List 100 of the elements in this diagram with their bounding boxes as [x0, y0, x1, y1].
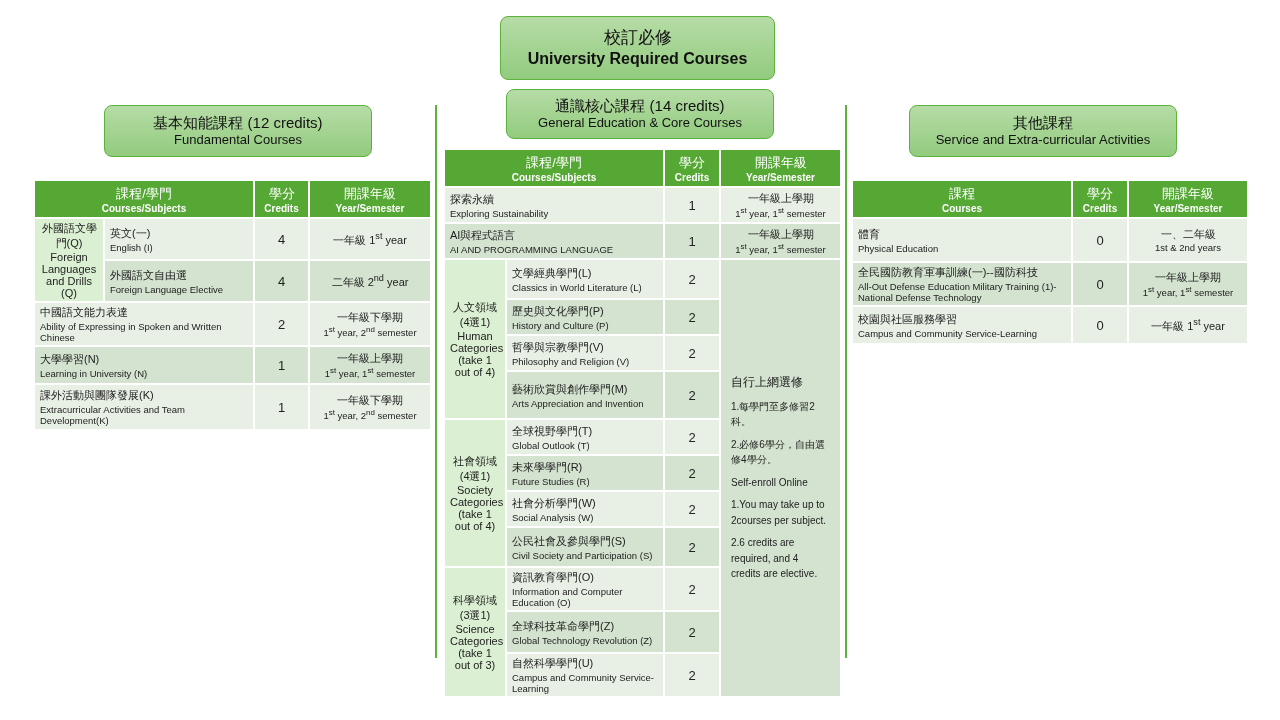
- credit-value: 0: [1095, 276, 1105, 292]
- note-text: 1.You may take up to 2courses per subject.: [731, 498, 828, 528]
- credit-value: 2: [687, 345, 697, 361]
- course-name: All-Out Defense Education Military Training (1)-National Defense Technology: [858, 281, 1058, 303]
- note-text: Self-enroll Online: [731, 475, 809, 490]
- semester-text: 一年級上學期: [746, 226, 815, 242]
- credit-value: 2: [687, 667, 697, 683]
- course-name: 外國語文自由選: [110, 267, 188, 283]
- semester-text: 1st & 2nd years: [1154, 242, 1222, 253]
- course-name: Information and Computer Education (O): [512, 586, 624, 608]
- semester-text: 一、二年級: [1159, 227, 1217, 242]
- semester-text: 一年級下學期: [336, 309, 404, 325]
- course-name: Social Analysis (W): [512, 511, 595, 523]
- column-header: 課程/學門: [525, 153, 583, 172]
- semester-text: 一年級上學期: [746, 190, 815, 206]
- course-name: Ability of Expressing in Spoken and Written Chinese: [40, 321, 223, 343]
- course-name: AI與程式語言: [450, 227, 517, 243]
- course-name: 哲學與宗教學門(V): [512, 339, 605, 355]
- course-name: 課外活動與團隊發展(K): [40, 388, 155, 403]
- semester-text: 一年級 1$^{st}$ year: [1150, 316, 1226, 334]
- course-name: History and Culture (P): [512, 319, 610, 331]
- title-box: [500, 16, 775, 80]
- column-header: Credits: [673, 171, 711, 183]
- column-header: 開課年級: [1161, 184, 1215, 203]
- credit-value: 2: [687, 581, 697, 597]
- course-name: Civil Society and Participation (S): [512, 549, 654, 561]
- column-header: Year/Semester: [334, 202, 406, 214]
- credit-value: 0: [1095, 232, 1105, 248]
- column-header: 課程: [948, 184, 976, 203]
- credit-value: 1: [276, 357, 287, 373]
- course-name: Physical Education: [858, 242, 940, 254]
- note-text: 自行上網選修: [731, 375, 804, 391]
- course-name: 歷史與文化學門(P): [512, 303, 605, 319]
- course-name: Philosophy and Religion (V): [512, 355, 631, 367]
- credit-value: 4: [276, 273, 287, 289]
- course-name: 全民國防教育軍事訓練(一)--國防科技: [858, 265, 1039, 280]
- course-name: Exploring Sustainability: [450, 207, 550, 219]
- course-name: AI AND PROGRAMMING LANGUAGE: [450, 243, 615, 255]
- semester-text: 1$^{st}$ year, 1$^{st}$ semester: [1141, 284, 1235, 299]
- semester-text: 1$^{st}$ year, 1$^{st}$ semester: [734, 241, 827, 256]
- note-text: 1.每學門至多修習2科。: [731, 399, 816, 430]
- column-header: 學分: [267, 184, 296, 203]
- semester-text: 一年級上學期: [336, 350, 404, 366]
- category-label: 社會領域 (4選1): [452, 454, 498, 484]
- column-header: Courses: [941, 202, 983, 214]
- credit-value: 2: [687, 429, 697, 445]
- category-label: 外國語文學門(Q): [40, 221, 98, 251]
- subheading-text: General Education & Core Courses: [538, 115, 742, 131]
- course-name: Campus and Community Service-Learning: [858, 327, 1038, 339]
- course-name: Foreign Language Elective: [110, 283, 225, 295]
- credit-value: 4: [276, 231, 287, 247]
- section-heading-box: [104, 105, 372, 157]
- heading-text: 其他課程: [1013, 114, 1073, 133]
- column-header: 學分: [678, 153, 706, 172]
- semester-text: 1$^{st}$ year, 1$^{st}$ semester: [323, 365, 417, 380]
- heading-text: 校訂必修: [603, 28, 672, 49]
- heading-text: 通識核心課程 (14 credits): [555, 97, 725, 116]
- semester-text: 1$^{st}$ year, 1$^{st}$ semester: [734, 205, 827, 220]
- course-name: 全球科技革命學門(Z): [512, 618, 616, 634]
- credit-value: 2: [687, 309, 697, 325]
- course-name: 探索永續: [450, 191, 495, 207]
- course-name: Campus and Community Service-Learning: [512, 672, 656, 694]
- semester-text: 二年級 2$^{nd}$ year: [330, 272, 410, 290]
- course-name: Future Studies (R): [512, 475, 591, 487]
- subheading-text: Service and Extra-curricular Activities: [935, 132, 1151, 148]
- course-name: 自然科學學門(U): [512, 656, 595, 671]
- course-name: 公民社會及參與學門(S): [512, 533, 627, 549]
- semester-text: 一年級 1$^{st}$ year: [332, 230, 408, 248]
- course-name: 未來學學門(R): [512, 459, 584, 475]
- course-name: Global Outlook (T): [512, 439, 591, 451]
- semester-text: 1$^{st}$ year, 2$^{nd}$ semester: [322, 324, 418, 339]
- credit-value: 2: [687, 387, 697, 403]
- heading-text: 基本知能課程 (12 credits): [153, 114, 323, 133]
- credit-value: 2: [687, 539, 697, 555]
- column-header: Year/Semester: [1152, 202, 1224, 214]
- course-name: 大學學習(N): [40, 351, 101, 367]
- section-heading-box: [909, 105, 1177, 157]
- course-name: 英文(一): [110, 225, 152, 241]
- credit-value: 2: [687, 501, 697, 517]
- course-name: 校園與社區服務學習: [858, 311, 958, 327]
- column-header: Credits: [263, 202, 300, 214]
- credit-value: 1: [687, 233, 697, 249]
- credit-value: 2: [687, 271, 697, 287]
- credit-value: 2: [687, 465, 697, 481]
- course-name: English (I): [110, 241, 154, 253]
- credit-value: 2: [276, 316, 287, 332]
- credit-value: 1: [687, 197, 697, 213]
- semester-text: 1$^{st}$ year, 2$^{nd}$ semester: [322, 407, 418, 422]
- column-header: Courses/Subjects: [100, 202, 188, 214]
- column-header: 課程/學門: [115, 184, 173, 203]
- course-name: Classics in World Literature (L): [512, 281, 643, 293]
- note-text: 2.必修6學分，自由選修4學分。: [731, 437, 826, 468]
- credit-value: 0: [1095, 317, 1105, 333]
- course-name: 體育: [858, 226, 881, 242]
- course-name: 社會分析學門(W): [512, 495, 597, 511]
- column-header: Credits: [1081, 202, 1119, 214]
- semester-text: 一年級下學期: [336, 392, 404, 408]
- credit-value: 2: [687, 624, 697, 640]
- course-name: 藝術欣賞與創作學門(M): [512, 381, 629, 397]
- category-label: 人文領域 (4選1): [452, 300, 498, 330]
